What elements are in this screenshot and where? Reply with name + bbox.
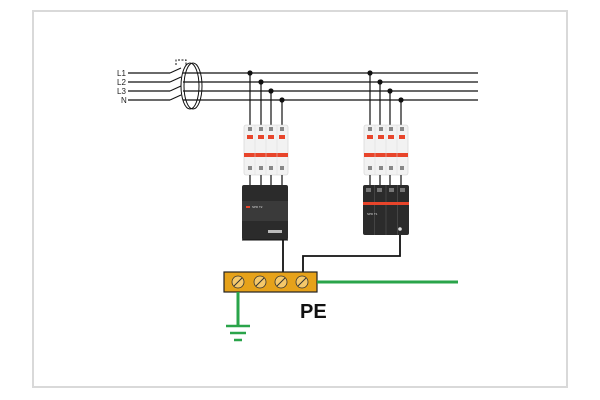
label-l3: L3 [117,87,126,96]
busbars [128,72,478,101]
right-spd-caption: SPD T1 [367,212,378,216]
right-breaker [363,124,409,176]
label-n: N [121,96,127,105]
earth-conductors [236,280,458,326]
breaker-to-spd-wires [249,175,402,185]
label-l1: L1 [117,69,126,78]
left-spd: SPD T2 [242,185,288,241]
left-spd-caption: SPD T2 [252,205,263,209]
main-isolator-symbol [169,59,203,110]
label-l2: L2 [117,78,126,87]
earth-terminal-bar [223,271,318,293]
current-transformer-ring [183,62,203,110]
earth-ground-icon [226,324,250,342]
pe-label: PE [300,301,327,323]
right-spd: SPD T1 [363,185,409,235]
left-branch-drops [247,70,285,125]
spd-to-earth-wires [282,235,401,272]
left-breaker [243,124,289,176]
right-branch-drops [367,70,404,125]
